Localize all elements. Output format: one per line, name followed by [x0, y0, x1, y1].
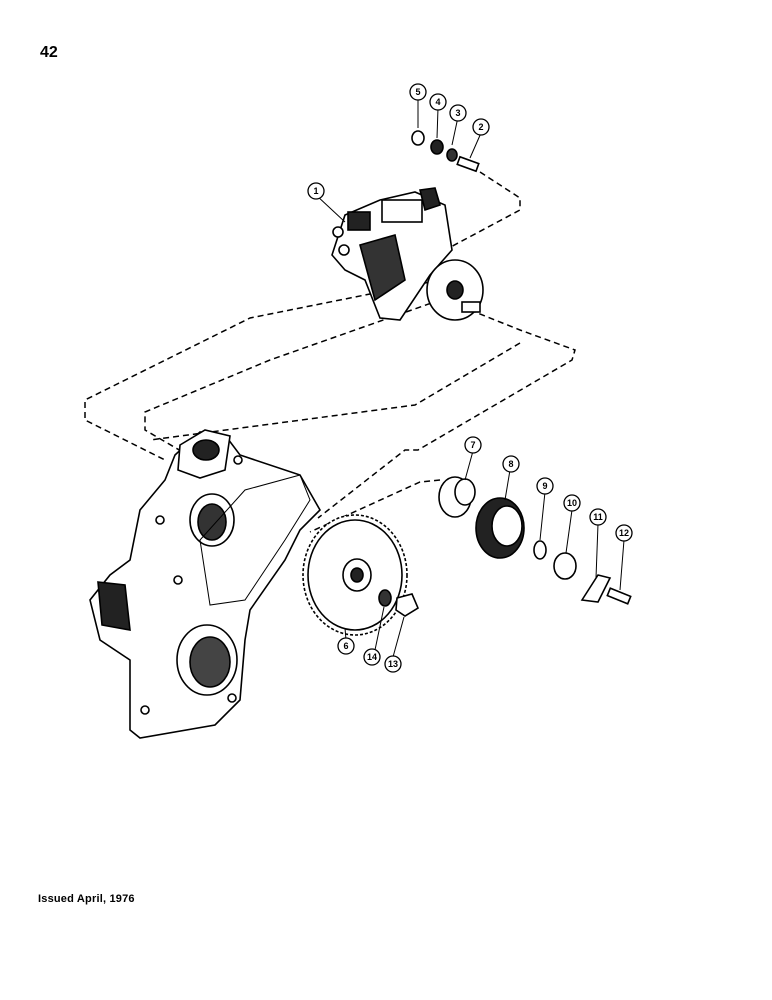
svg-text:9: 9: [542, 481, 547, 491]
assembly-dash-lines: [84, 171, 576, 533]
injection-pump: [331, 187, 484, 321]
svg-text:10: 10: [567, 498, 577, 508]
callout-5: 5: [409, 83, 427, 101]
issue-date-footer: Issued April, 1976: [38, 893, 135, 905]
svg-text:7: 7: [470, 440, 475, 450]
leader-lines: [315, 100, 625, 658]
svg-text:11: 11: [593, 512, 603, 522]
callout-9: 9: [536, 477, 554, 495]
small-gear: [475, 497, 525, 559]
callout-2: 2: [472, 118, 490, 136]
timing-gear-housing: [89, 429, 321, 739]
callout-4: 4: [429, 93, 447, 111]
svg-text:1: 1: [313, 186, 318, 196]
nut-and-washer: [378, 589, 420, 617]
page-number: 42: [40, 44, 58, 61]
callout-10: 10: [563, 494, 581, 512]
callout-7: 7: [464, 436, 482, 454]
callout-13: 13: [384, 655, 402, 673]
fitting-parts: [411, 130, 480, 173]
large-gear: [302, 514, 408, 636]
svg-text:5: 5: [415, 87, 420, 97]
svg-text:2: 2: [478, 122, 483, 132]
svg-text:4: 4: [435, 97, 440, 107]
retaining-parts: [533, 540, 632, 605]
callout-12: 12: [615, 524, 633, 542]
gear-hub: [438, 476, 476, 518]
svg-text:13: 13: [388, 659, 398, 669]
callout-1: 1: [307, 182, 325, 200]
svg-text:14: 14: [367, 652, 377, 662]
svg-text:8: 8: [508, 459, 513, 469]
callout-11: 11: [589, 508, 607, 526]
callout-14: 14: [363, 648, 381, 666]
callout-6: 6: [337, 637, 355, 655]
callout-3: 3: [449, 104, 467, 122]
svg-text:6: 6: [343, 641, 348, 651]
svg-text:12: 12: [619, 528, 629, 538]
callout-8: 8: [502, 455, 520, 473]
svg-text:3: 3: [455, 108, 460, 118]
